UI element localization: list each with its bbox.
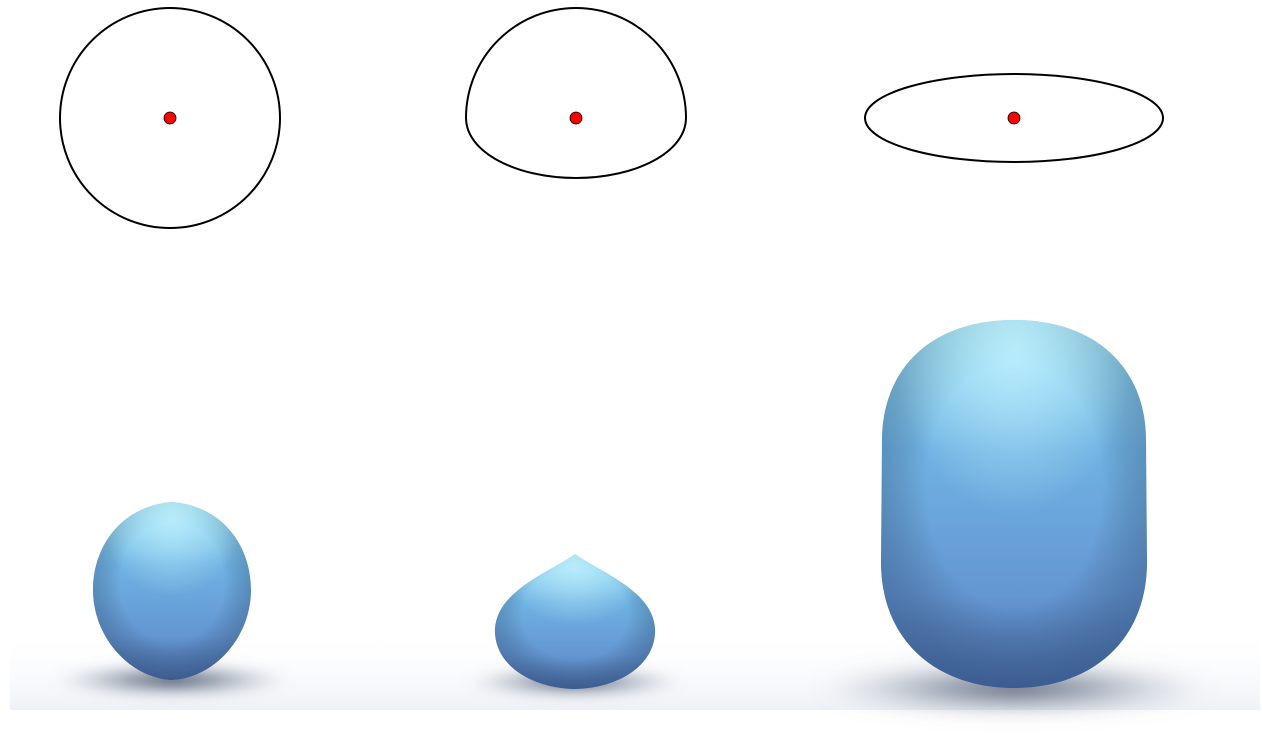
panel-1-outline [59,7,281,229]
panel-1-render [52,502,292,698]
flat-ellipse-outline [864,73,1164,163]
half-dome-outline [464,7,688,180]
panel-3-render [814,320,1214,714]
dome-blob-highlight [494,554,656,689]
center-dot [569,111,583,125]
panel-2-render [465,554,685,698]
panel-3-outline [864,73,1164,163]
circle-outline [59,7,281,229]
render-row [10,320,1260,714]
outline-row [59,7,1164,229]
panel-2-outline [464,7,688,180]
capsule-blob-highlight [880,320,1148,688]
sphere-blob-highlight [92,502,252,680]
center-dot [1007,111,1021,125]
center-dot [163,111,177,125]
